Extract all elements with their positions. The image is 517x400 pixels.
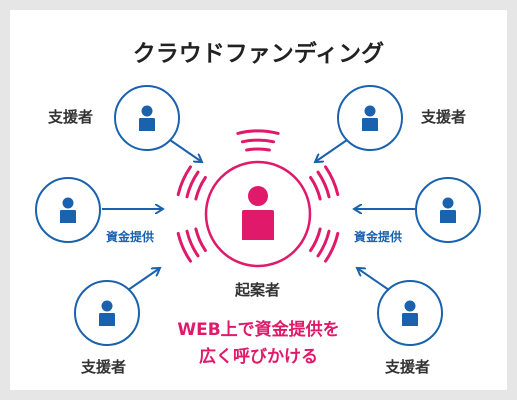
founder — [176, 129, 340, 268]
founder-label: 起案者 — [235, 281, 281, 299]
funding-label-left: 資金提供 — [106, 230, 155, 244]
supporter-middle-left — [35, 177, 101, 243]
supporter-bottom-right — [377, 280, 443, 346]
diagram-title: クラウドファンディング — [132, 41, 385, 67]
signal-waves-icon — [176, 129, 340, 263]
supporter-top-right — [337, 85, 403, 151]
slogan-line-2: 広く呼びかける — [199, 347, 318, 367]
supporter-top-left — [114, 85, 180, 151]
arrow-icon — [169, 139, 202, 162]
supporter-label-top-left: 支援者 — [48, 108, 94, 126]
crowdfunding-diagram: クラウドファンディング 支援者 支援者 支援者 支援者 資金提供 資金提供 起案… — [10, 10, 507, 390]
diagram-graphics — [35, 85, 481, 346]
supporter-bottom-left — [74, 280, 140, 346]
supporter-label-bottom-left: 支援者 — [81, 358, 127, 376]
funding-label-right: 資金提供 — [354, 230, 403, 244]
arrow-icon — [357, 268, 390, 291]
supporter-label-bottom-right: 支援者 — [385, 358, 431, 376]
founder-person-icon — [242, 186, 274, 240]
supporter-middle-right — [415, 177, 481, 243]
flow-arrows — [102, 139, 415, 291]
supporter-label-top-right: 支援者 — [421, 108, 467, 126]
arrow-icon — [315, 139, 348, 162]
slogan-line-1: WEB上で資金提供を — [177, 320, 340, 340]
arrow-icon — [127, 268, 160, 291]
